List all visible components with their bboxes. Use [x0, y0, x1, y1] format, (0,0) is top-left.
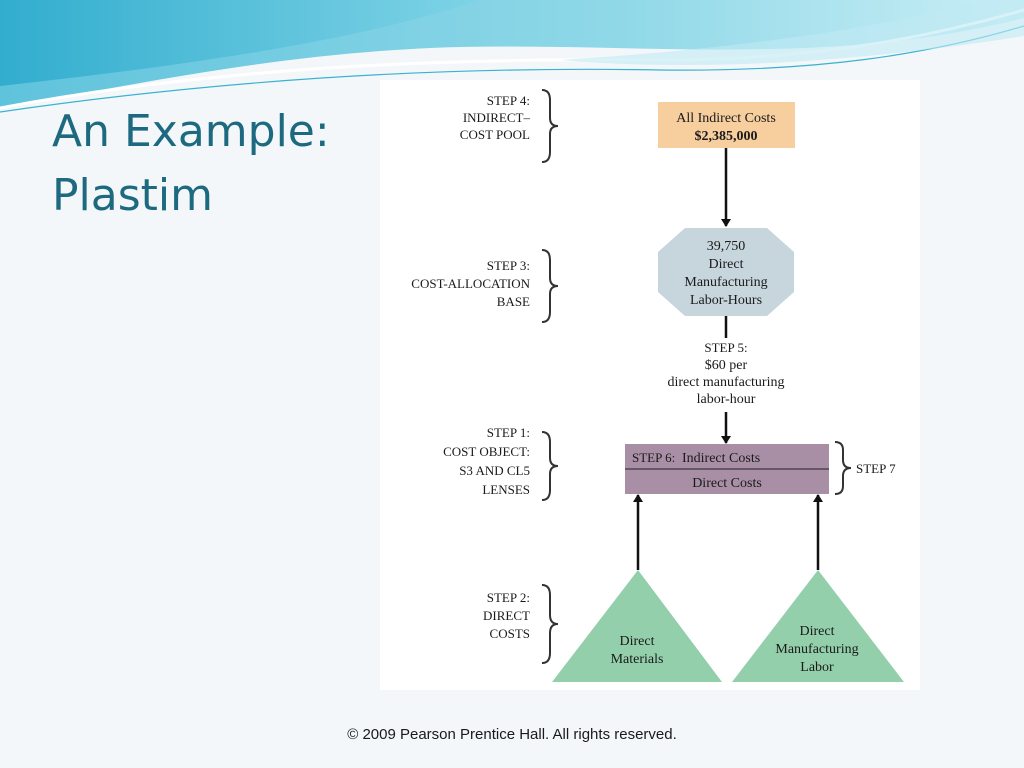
- step2-line: STEP 2:: [487, 590, 530, 605]
- step2-brace: [541, 584, 559, 664]
- step3-line: BASE: [497, 294, 530, 309]
- direct-materials-triangle: [552, 570, 722, 682]
- step7-brace: [834, 441, 852, 495]
- allocation-base-line: Labor-Hours: [690, 293, 762, 308]
- step2-label: STEP 2: DIRECT COSTS: [483, 590, 530, 641]
- step4-line: COST POOL: [460, 127, 530, 142]
- direct-materials-line: Direct: [620, 634, 655, 649]
- indirect-cost-pool-box: [658, 102, 795, 148]
- cost-object-direct-costs: Direct Costs: [692, 476, 762, 491]
- cost-allocation-diagram: STEP 4: INDIRECT– COST POOL All Indirect…: [380, 80, 920, 690]
- step4-brace: [541, 89, 559, 163]
- step6-label: STEP 6:: [632, 450, 675, 465]
- step7-label: STEP 7: [856, 461, 896, 476]
- allocation-base-line: Manufacturing: [684, 275, 767, 290]
- step4-label: STEP 4: INDIRECT– COST POOL: [460, 93, 531, 142]
- direct-labor-triangle: [732, 570, 904, 682]
- step3-label: STEP 3: COST-ALLOCATION BASE: [411, 258, 530, 309]
- header-wave-decoration: [0, 0, 1024, 113]
- direct-labor-line: Manufacturing: [775, 642, 858, 657]
- step5-allocation-rate: STEP 5: $60 per direct manufacturing lab…: [667, 340, 784, 407]
- allocation-base-octagon: [658, 228, 794, 316]
- slide-title: An Example: Plastim: [52, 106, 330, 221]
- step5-line: $60 per: [705, 358, 748, 373]
- step5-line: direct manufacturing: [667, 375, 784, 390]
- step1-line: LENSES: [482, 482, 530, 497]
- direct-labor-line: Direct: [800, 624, 835, 639]
- step3-line: STEP 3:: [487, 258, 530, 273]
- direct-labor-line: Labor: [800, 660, 834, 675]
- step4-line: INDIRECT–: [463, 110, 531, 125]
- cost-pool-label: All Indirect Costs: [676, 111, 776, 126]
- direct-materials-line: Materials: [611, 652, 664, 667]
- allocation-base-line: Direct: [709, 257, 744, 272]
- allocation-base-line: 39,750: [707, 239, 746, 254]
- step3-line: COST-ALLOCATION: [411, 276, 530, 291]
- copyright-footer: © 2009 Pearson Prentice Hall. All rights…: [347, 726, 677, 743]
- cost-pool-amount: $2,385,000: [695, 129, 758, 144]
- step1-brace: [541, 431, 559, 501]
- step4-line: STEP 4:: [487, 93, 530, 108]
- step1-line: STEP 1:: [487, 425, 530, 440]
- step1-line: COST OBJECT:: [443, 444, 530, 459]
- step5-line: labor-hour: [697, 392, 756, 407]
- step1-label: STEP 1: COST OBJECT: S3 AND CL5 LENSES: [443, 425, 530, 497]
- step2-line: DIRECT: [483, 608, 530, 623]
- step3-brace: [541, 249, 559, 323]
- step2-line: COSTS: [490, 626, 530, 641]
- step5-line: STEP 5:: [704, 340, 747, 355]
- cost-object-indirect-costs: Indirect Costs: [682, 451, 760, 466]
- step1-line: S3 AND CL5: [459, 463, 530, 478]
